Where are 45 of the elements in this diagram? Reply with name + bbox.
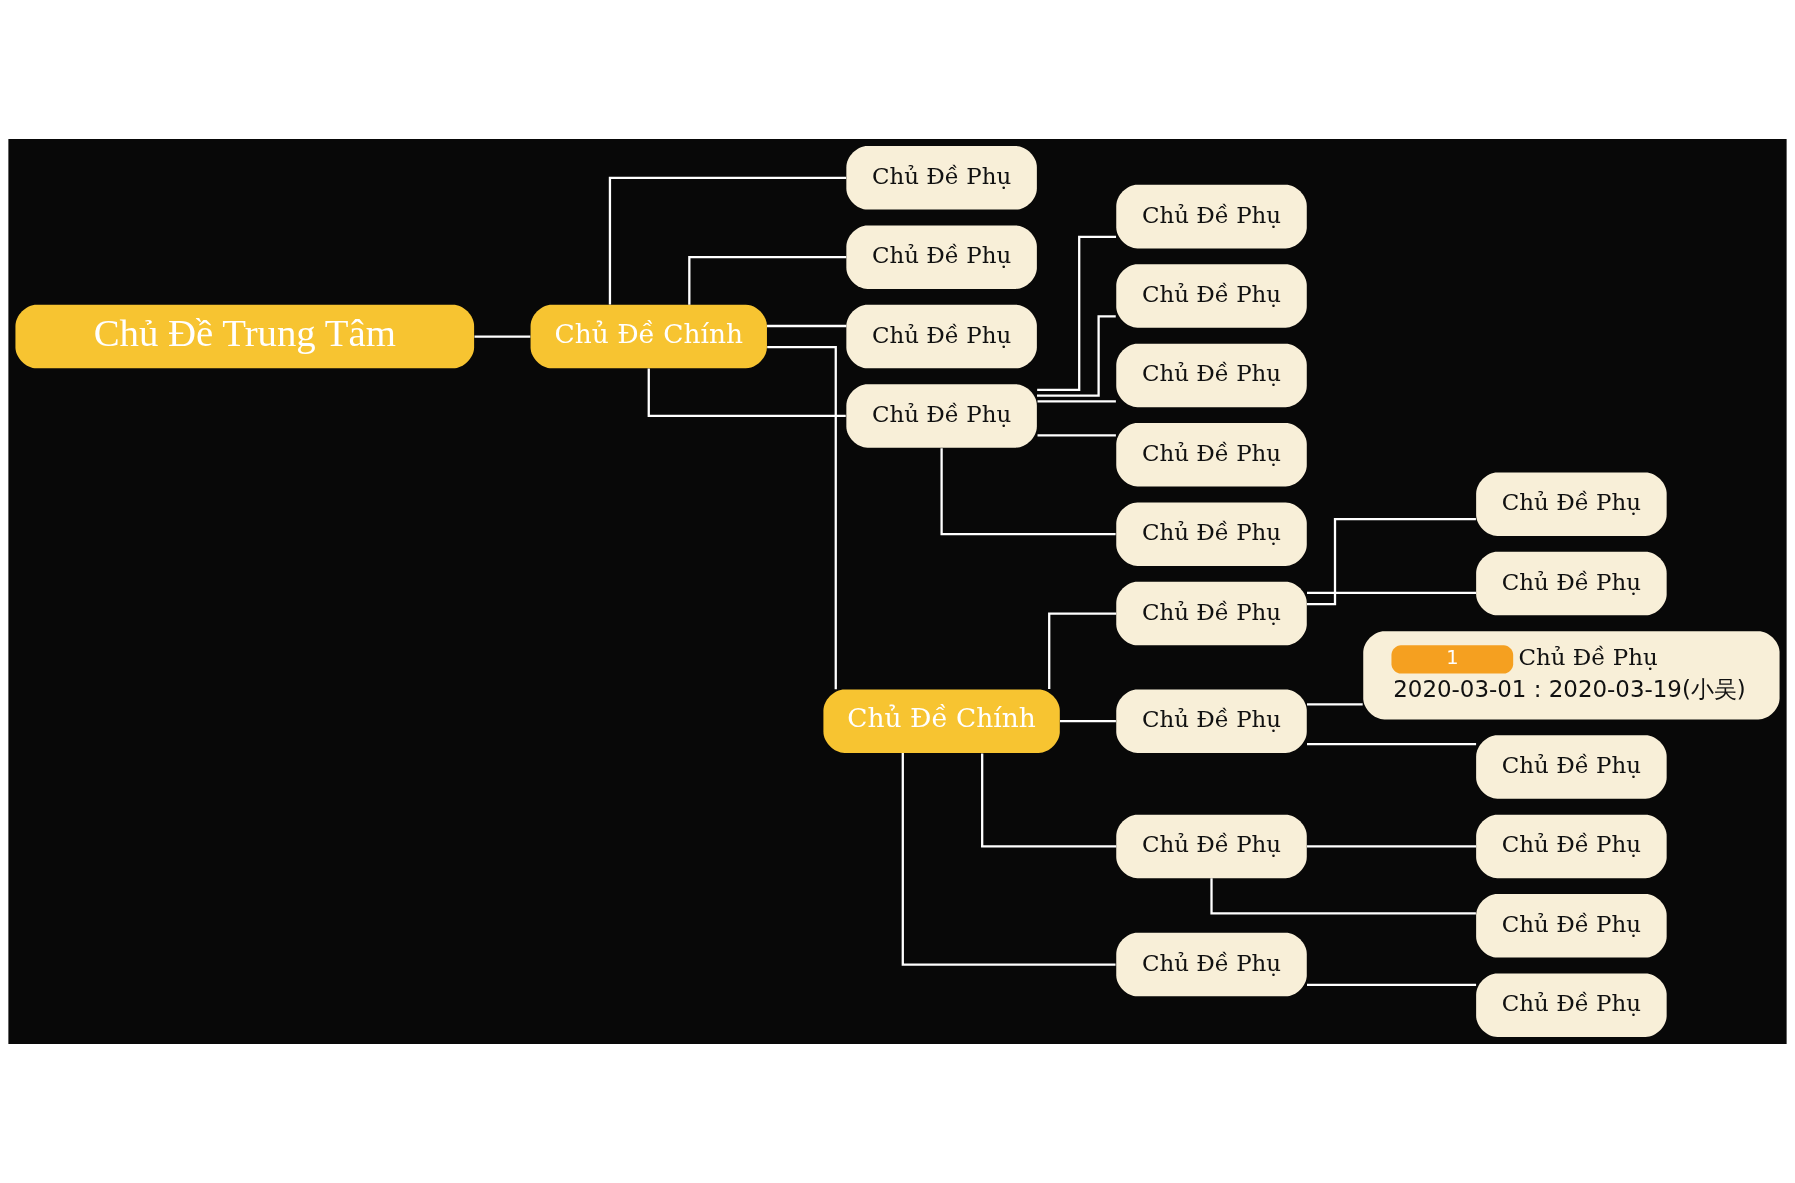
node-box: Chủ Đề Phụ [1476, 472, 1667, 536]
connector [940, 448, 1116, 536]
node-box: Chủ Đề Phụ [1476, 735, 1667, 799]
node-box: Chủ Đề Phụ [1116, 581, 1307, 646]
node-box: Chủ Đề Phụ [1116, 814, 1307, 879]
node-box: Chủ Đề Phụ [1116, 343, 1307, 408]
connector [1037, 235, 1117, 392]
node-box: Chủ Đề Phụ [846, 225, 1037, 289]
node-box: Chủ Đề Phụ [1116, 423, 1307, 487]
node-box: Chủ Đề Phụ [1116, 184, 1307, 249]
connector [1307, 845, 1477, 848]
connector [1048, 612, 1117, 689]
connector [474, 335, 531, 338]
connector [1307, 591, 1477, 595]
node-box: Chủ Đề Chính [530, 304, 767, 369]
connector [1037, 400, 1116, 403]
node-box: Chủ Đề Phụ [1116, 502, 1307, 566]
node-box: Chủ Đề Phụ [846, 384, 1037, 448]
connector [1060, 720, 1116, 723]
node-box: Chủ Đề Phụ [1476, 894, 1667, 958]
node-box: Chủ Đề Phụ [846, 146, 1037, 210]
connector [767, 346, 837, 690]
node-box: Chủ Đề Phụ [1476, 814, 1667, 879]
connector [1037, 434, 1116, 437]
node-box: 1 Chủ Đề Phụ 2020-03-01 : 2020-03-19(小吴) [1363, 631, 1780, 720]
connector [1307, 518, 1476, 606]
connector [901, 753, 1116, 966]
connector [1307, 983, 1477, 987]
connector [608, 176, 847, 305]
node-box: Chủ Đề Phụ [1116, 264, 1307, 328]
node-box: Chủ Đề Phụ [846, 304, 1037, 369]
connector [688, 256, 847, 305]
node-box: Chủ Đề Phụ [1116, 689, 1307, 753]
node-box: Chủ Đề Trung Tâm [15, 304, 475, 369]
connector [1307, 742, 1477, 746]
connector [1037, 315, 1116, 397]
connector [647, 368, 846, 418]
node-box: Chủ Đề Chính [823, 689, 1060, 753]
connector [1210, 878, 1476, 915]
connector [767, 324, 847, 328]
connector [981, 753, 1117, 848]
node-box: Chủ Đề Phụ [1116, 932, 1307, 997]
node-box: Chủ Đề Phụ [1476, 973, 1667, 1037]
connector [1307, 703, 1363, 706]
node-box: Chủ Đề Phụ [1476, 551, 1667, 616]
